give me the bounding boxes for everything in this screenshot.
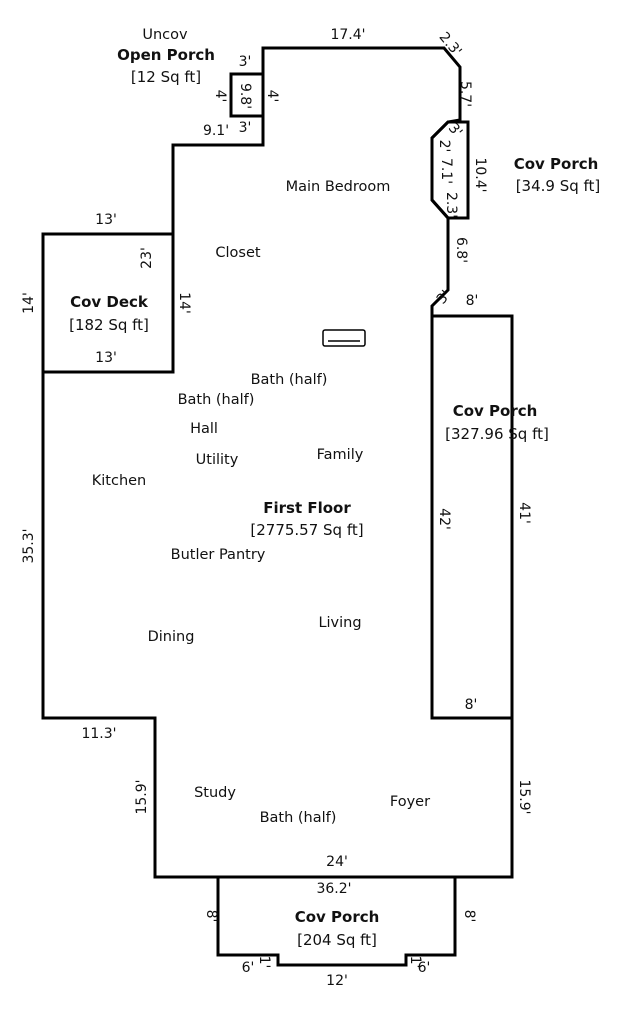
dim-right-upper: 5.7' <box>457 81 473 107</box>
front-porch-area: [204 Sq ft] <box>297 931 377 949</box>
dim-lower-left: 15.9' <box>134 779 150 814</box>
dim-left-step: 11.3' <box>81 726 116 742</box>
front-porch-title: Cov Porch <box>295 908 380 926</box>
room-hall: Hall <box>190 421 218 437</box>
dim-deck-right: 23' <box>139 247 155 269</box>
open-porch-area: [12 Sq ft] <box>131 68 201 86</box>
dim-op-top: 3' <box>239 54 252 70</box>
dim-front-bottom: 12' <box>326 973 348 989</box>
dim-porch-mid: 7.1' <box>438 158 454 184</box>
dim-front-left: 8' <box>203 910 219 923</box>
dim-deck-inner: 14' <box>176 292 192 314</box>
dim-side-porch-bottom: 8' <box>465 697 478 713</box>
room-utility: Utility <box>196 452 239 468</box>
dim-left-main: 35.3' <box>21 528 37 563</box>
window-symbol <box>322 329 366 347</box>
dim-porch-bot-edge: 2.3' <box>443 192 459 218</box>
room-foyer: Foyer <box>390 794 430 810</box>
first-floor-title: First Floor <box>263 499 351 517</box>
dim-side-porch-left: 42' <box>436 508 452 530</box>
room-main-bedroom: Main Bedroom <box>286 179 391 195</box>
room-bath-half-3: Bath (half) <box>260 810 337 826</box>
cov-deck-area: [182 Sq ft] <box>69 316 149 334</box>
dim-side-porch-top: 8' <box>466 293 479 309</box>
room-living: Living <box>318 615 361 631</box>
dim-op-right: 4' <box>264 90 280 103</box>
dim-right-mid: 6.8' <box>453 237 469 263</box>
side-porch-area: [327.96 Sq ft] <box>445 425 549 443</box>
dim-porch-left-edge: 2' <box>436 140 452 153</box>
room-bath-half-1: Bath (half) <box>251 372 328 388</box>
dim-front-br: 6' <box>418 960 431 976</box>
dim-front-top: 36.2' <box>316 881 351 897</box>
room-family: Family <box>317 447 364 463</box>
dim-deck-bottom: 13' <box>95 350 117 366</box>
upper-porch-title: Cov Porch <box>514 155 599 173</box>
dim-notch-bottom: 9.1' <box>203 123 229 139</box>
dim-deck-top: 13' <box>95 212 117 228</box>
dim-side-porch-right: 41' <box>516 502 532 524</box>
cov-deck-title: Cov Deck <box>70 293 149 311</box>
dim-front-bl: 6' <box>242 960 255 976</box>
first-floor-area: [2775.57 Sq ft] <box>250 521 363 539</box>
side-porch-title: Cov Porch <box>453 402 538 420</box>
dim-op-left: 4' <box>212 90 228 103</box>
dim-side-porch-top-diag: 3' <box>434 287 454 307</box>
open-porch-prefix: Uncov <box>142 27 188 43</box>
room-study: Study <box>194 785 236 801</box>
dim-op-bottom: 3' <box>239 120 252 136</box>
room-butler-pantry: Butler Pantry <box>171 547 266 563</box>
room-kitchen: Kitchen <box>92 473 147 489</box>
cov-deck-outline <box>41 232 175 374</box>
room-closet: Closet <box>215 245 260 261</box>
dim-front-br-step: 1' <box>407 956 423 969</box>
dim-bottom: 24' <box>326 854 348 870</box>
dim-op-inner: 9.8' <box>237 83 253 109</box>
room-bath-half-2: Bath (half) <box>178 392 255 408</box>
open-porch-title: Open Porch <box>117 46 215 64</box>
front-porch-outline <box>216 875 457 967</box>
upper-porch-area: [34.9 Sq ft] <box>516 177 601 195</box>
dim-front-bl-step: 1' <box>256 956 272 969</box>
room-dining: Dining <box>148 629 195 645</box>
dim-porch-right: 10.4' <box>472 157 488 192</box>
dim-deck-left: 14' <box>21 292 37 314</box>
upper-porch-outline <box>430 120 470 220</box>
dim-lower-right: 15.9' <box>516 779 532 814</box>
dim-chamfer-top: 2.3' <box>436 29 465 59</box>
open-porch-outline <box>229 72 265 118</box>
dim-front-right: 8' <box>461 910 477 923</box>
dim-top: 17.4' <box>330 27 365 43</box>
side-porch-outline <box>430 314 514 720</box>
